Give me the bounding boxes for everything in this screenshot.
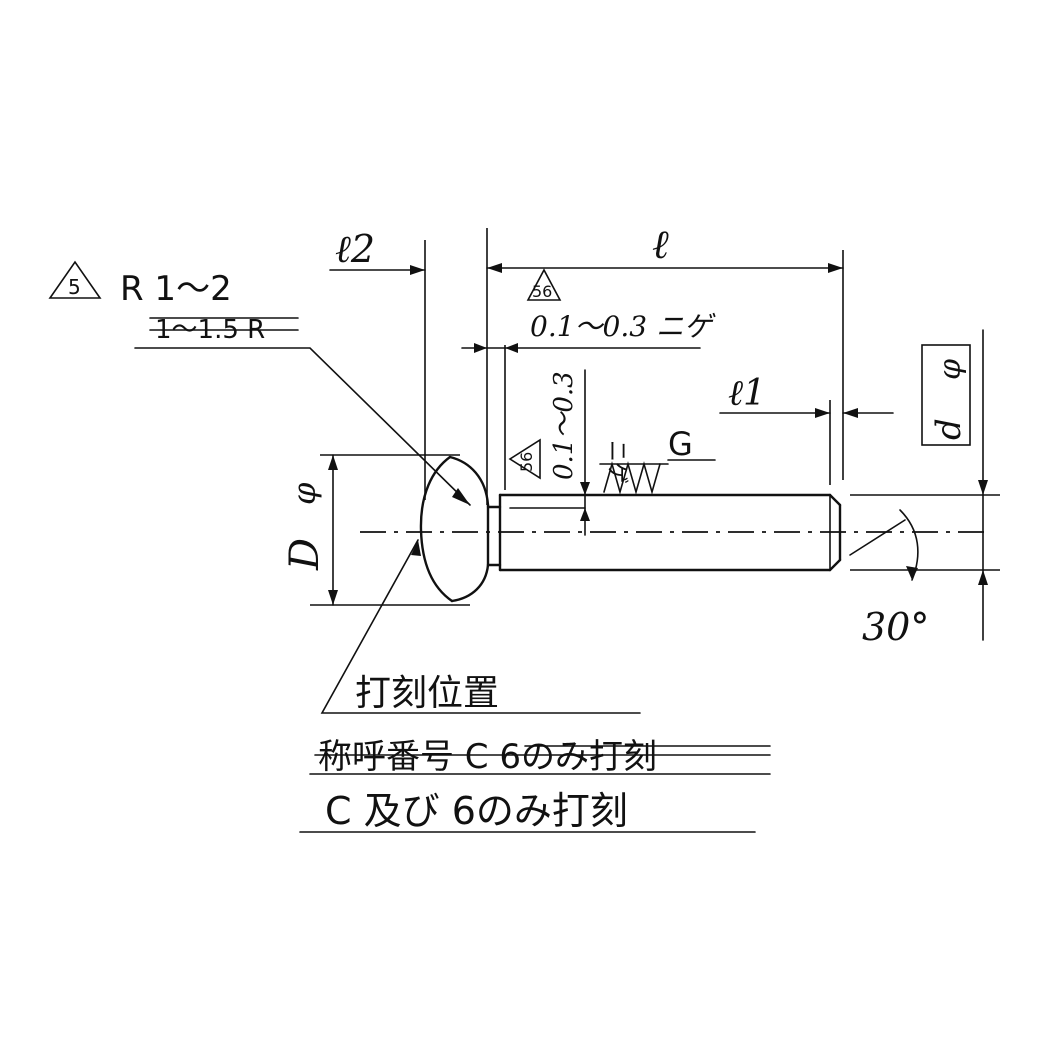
dimension-l2: ℓ2 [329,227,426,275]
grinding-symbol: G [599,425,716,495]
finish-56-side-label: 56 [517,452,536,472]
dimension-D: D φ [282,454,338,606]
undercut-dimension-side: 0.1～0.3 ニゲ [549,369,629,536]
dimension-l1-label: ℓ1 [728,373,766,414]
angle-label: 30° [862,605,929,649]
note-stamp-position: 打刻位置 [355,673,499,714]
extension-lines [310,228,1000,606]
undercut-dimension-top: 0.1～0.3 ニゲ [461,310,716,353]
angle-dimension: 30° [849,509,929,649]
finish-symbol-56-side: 56 [508,438,541,480]
dimension-d: d φ [921,329,988,641]
dimension-D-label: D [282,538,328,571]
stamp-leader [320,539,641,714]
finish-symbol-56-top: 56 [526,268,562,301]
finish-symbol-5: 5 [48,260,102,299]
dimension-D-phi: φ [285,482,323,505]
finish-5-label: 5 [68,275,81,299]
note-final-text: C 及び 6のみ打刻 [325,789,628,833]
dimension-l-label: ℓ [652,222,669,268]
note-struck-text: 称呼番号 C 6のみ打刻 [318,737,657,777]
fillet-radius-struck: 1～1.5 R [149,315,299,345]
part-head [419,455,490,603]
dimension-d-label: d [929,418,969,440]
grinding-symbol-label: G [668,425,693,463]
undercut-side-label: 0.1～0.3 [549,371,579,480]
dimension-d-phi: φ [933,359,968,380]
finish-56-top-label: 56 [532,282,552,301]
dimension-l: ℓ [486,222,844,273]
dimension-l1: ℓ1 [719,373,894,418]
fillet-leader [134,347,471,506]
note-final: C 及び 6のみ打刻 [299,789,756,833]
undercut-top-label: 0.1～0.3 ニゲ [530,310,716,343]
fillet-radius-label: R 1～2 [120,269,232,309]
note-struck-line: 称呼番号 C 6のみ打刻 [309,737,771,777]
dimension-l2-label: ℓ2 [335,227,375,271]
